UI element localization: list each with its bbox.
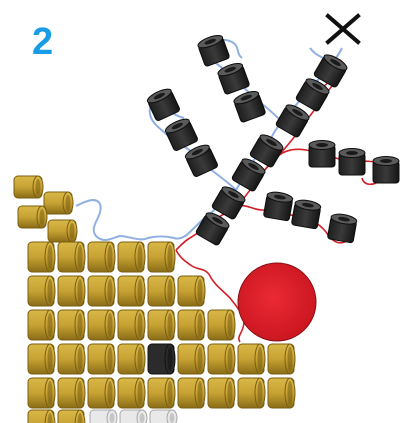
black-bead bbox=[196, 33, 229, 67]
gold-bead bbox=[178, 344, 205, 374]
black-bead bbox=[275, 102, 311, 138]
gold-bead bbox=[238, 378, 265, 408]
gold-bead bbox=[28, 276, 55, 306]
gold-bead bbox=[58, 378, 85, 408]
gold-bead bbox=[88, 310, 115, 340]
gold-bead bbox=[268, 344, 295, 374]
black-bead-group bbox=[146, 33, 399, 246]
gold-bead bbox=[148, 276, 175, 306]
gold-bead bbox=[178, 310, 205, 340]
gold-bead bbox=[58, 410, 85, 423]
gold-bead bbox=[14, 176, 43, 198]
gold-bead bbox=[88, 242, 115, 272]
gold-bead bbox=[208, 378, 235, 408]
gold-bead bbox=[58, 344, 85, 374]
gold-bead bbox=[28, 378, 55, 408]
big-red-bead bbox=[238, 263, 316, 341]
x-mark-icon bbox=[328, 16, 358, 42]
black-bead bbox=[232, 89, 265, 123]
gold-bead bbox=[178, 276, 205, 306]
gold-bead bbox=[118, 378, 145, 408]
black-bead bbox=[263, 190, 293, 221]
gold-bead bbox=[58, 310, 85, 340]
gold-bead bbox=[148, 242, 175, 272]
white-bead bbox=[150, 410, 177, 423]
black-bead bbox=[291, 198, 321, 229]
black-bead bbox=[339, 149, 365, 176]
white-bead bbox=[90, 410, 117, 423]
gold-bead bbox=[28, 344, 55, 374]
gold-bead bbox=[58, 242, 85, 272]
gold-bead bbox=[118, 276, 145, 306]
gold-bead bbox=[118, 310, 145, 340]
black-bead bbox=[148, 344, 175, 374]
gold-bead bbox=[148, 310, 175, 340]
gold-bead bbox=[208, 310, 235, 340]
black-bead bbox=[373, 157, 399, 184]
gold-bead bbox=[238, 344, 265, 374]
gold-bead bbox=[88, 344, 115, 374]
gold-bead bbox=[118, 344, 145, 374]
gold-bead bbox=[44, 192, 73, 214]
gold-bead bbox=[148, 378, 175, 408]
white-bead bbox=[120, 410, 147, 423]
gold-bead bbox=[28, 310, 55, 340]
gold-bead bbox=[58, 276, 85, 306]
gold-bead bbox=[28, 410, 55, 423]
gold-bead bbox=[88, 378, 115, 408]
gold-bead bbox=[88, 276, 115, 306]
gold-bead bbox=[268, 378, 295, 408]
gold-bead bbox=[208, 344, 235, 374]
black-bead bbox=[164, 116, 199, 151]
black-bead bbox=[327, 212, 357, 243]
gold-bead bbox=[48, 220, 77, 242]
gold-bead bbox=[118, 242, 145, 272]
gold-bead bbox=[178, 378, 205, 408]
gold-bead bbox=[28, 242, 55, 272]
black-bead bbox=[309, 141, 335, 168]
gold-bead bbox=[18, 206, 47, 228]
